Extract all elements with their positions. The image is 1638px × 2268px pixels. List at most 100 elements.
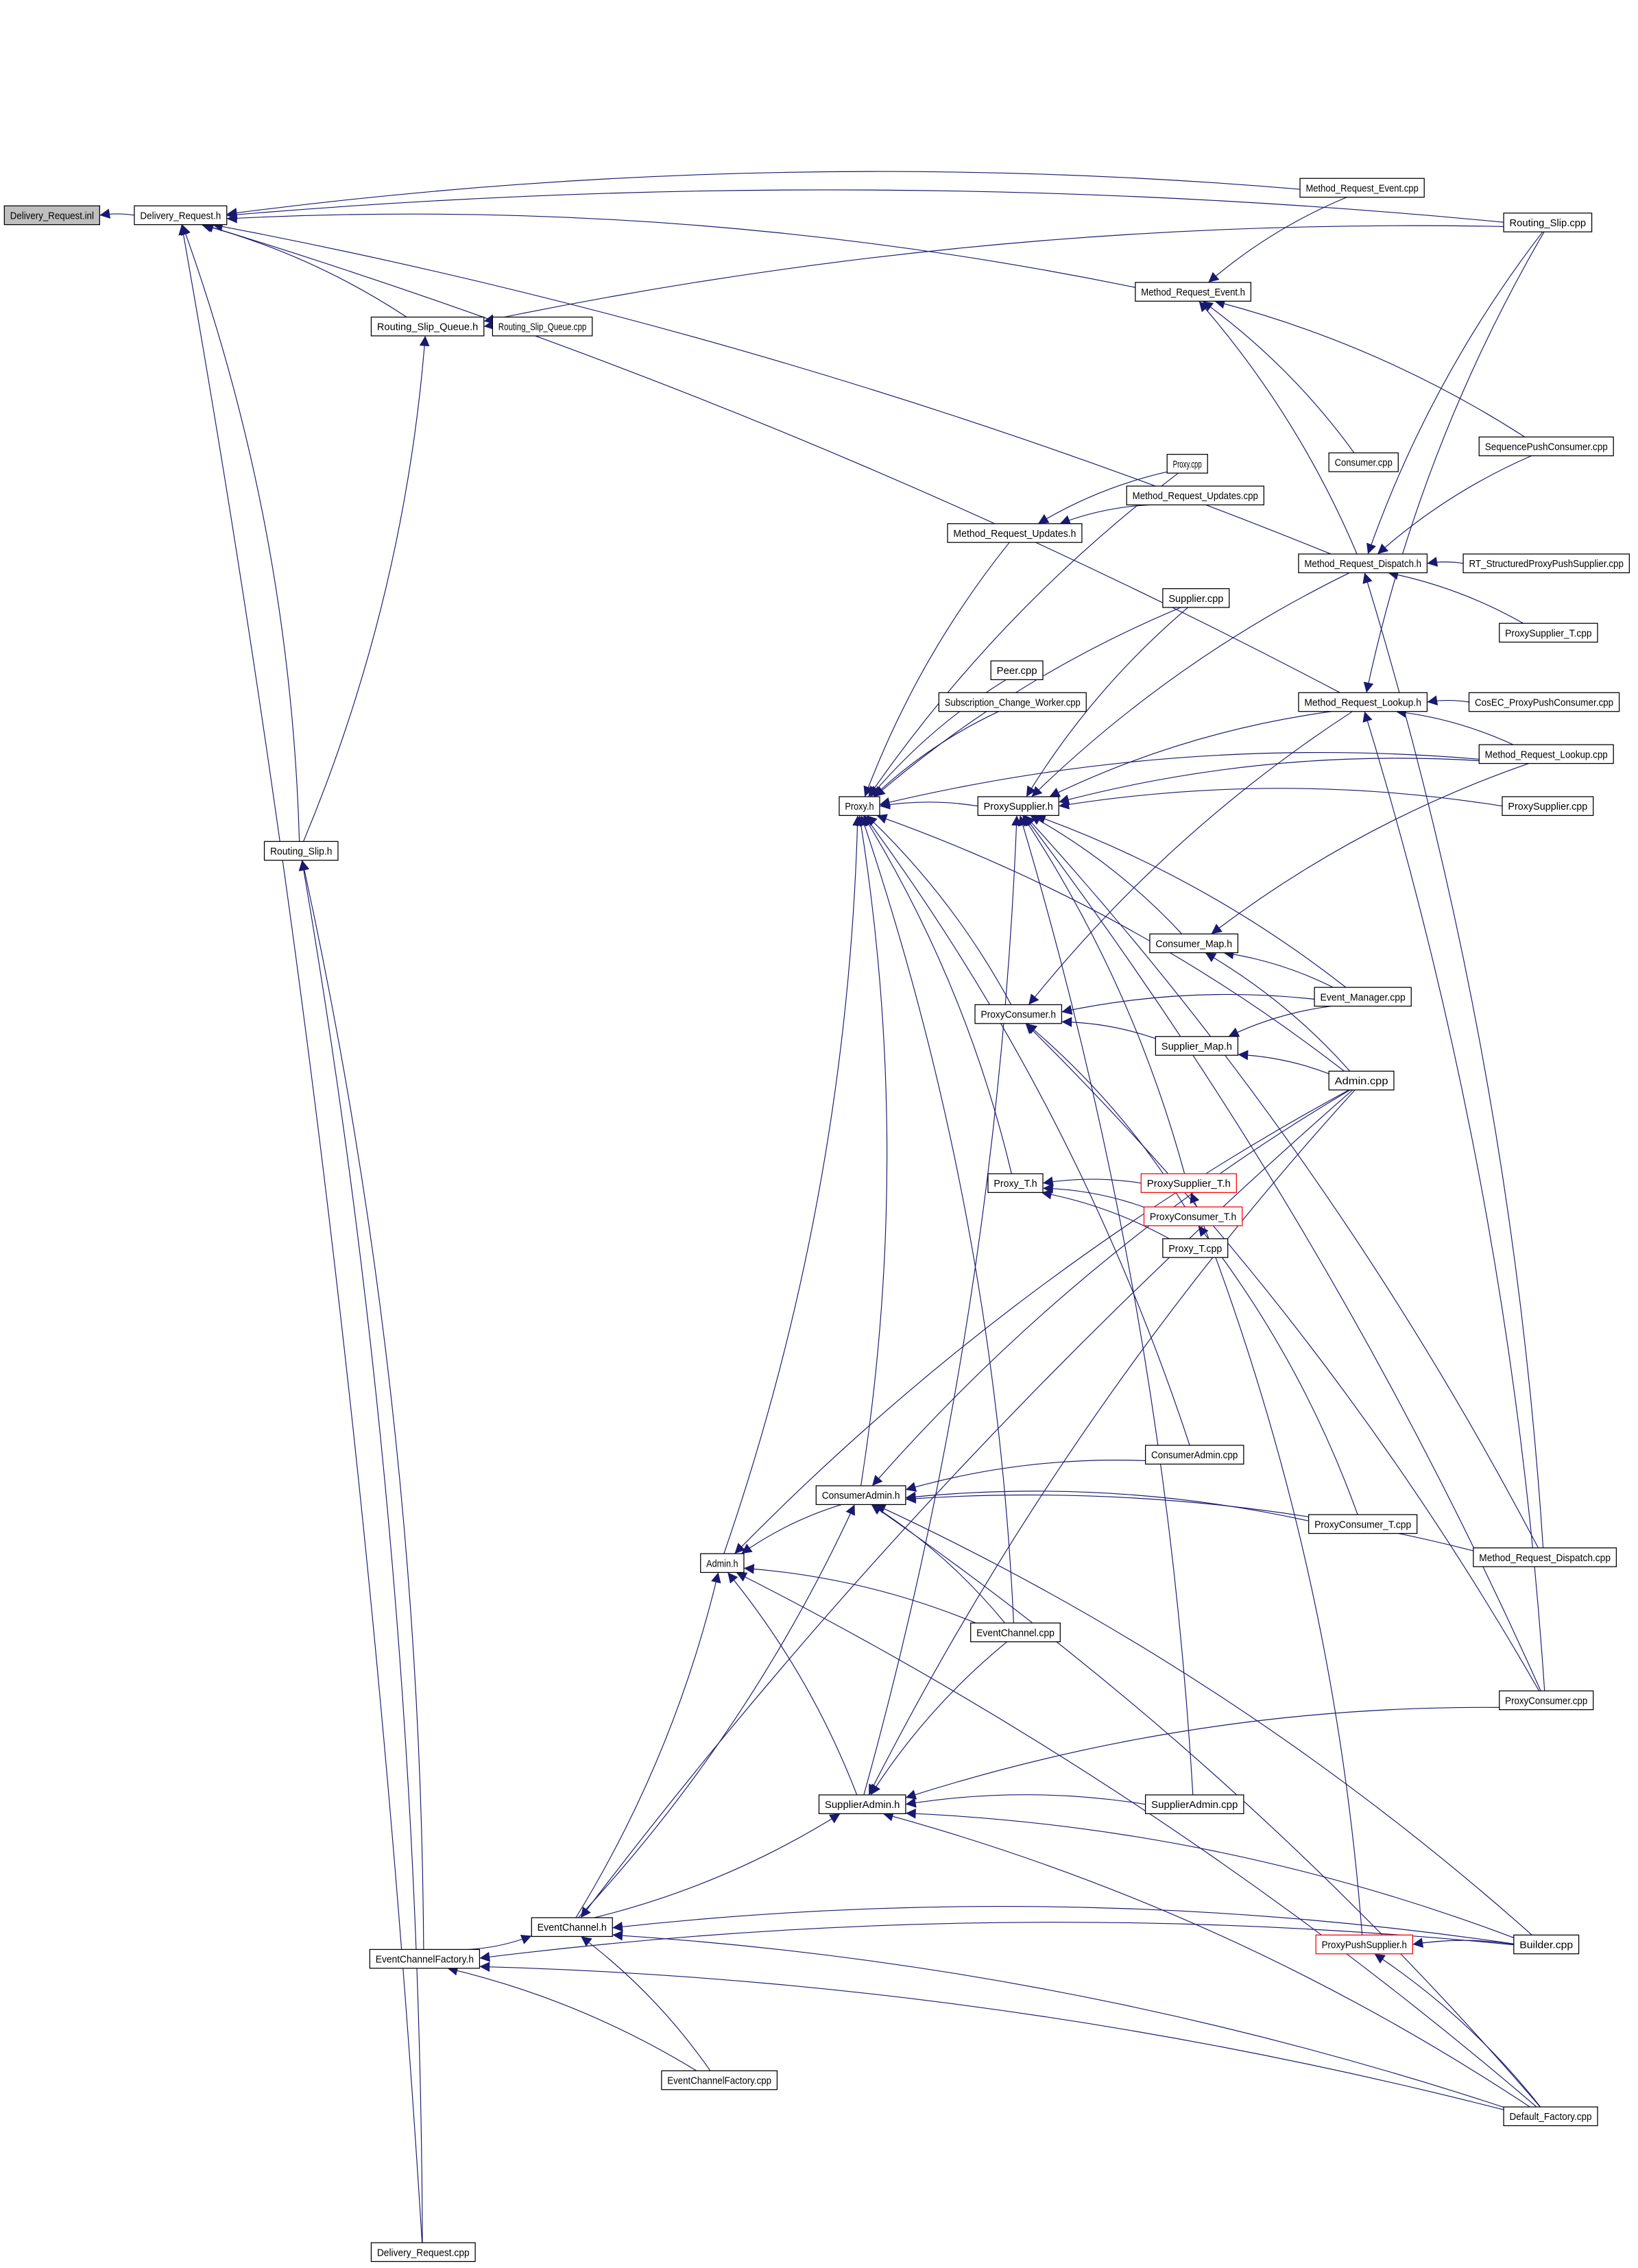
graph-node-mrd-cpp[interactable]: Method_Request_Dispatch.cpp [1473,1547,1617,1567]
dependency-edge-admin_cpp-to-admin_h [734,1089,1349,1554]
dependency-edge-df_cpp-to-sa_h [882,1811,1530,2108]
graph-node-ec-h[interactable]: EventChannel.h [531,1917,613,1938]
graph-node-rsq-h[interactable]: Routing_Slip_Queue.h [370,316,485,337]
node-box [1328,452,1399,472]
node-label: ProxyConsumer_T.cpp [1314,1519,1411,1530]
node-box [970,1622,1061,1643]
node-label: EventChannel.h [538,1922,607,1933]
graph-node-mru-cpp[interactable]: Method_Request_Updates.cpp [1126,485,1264,506]
dependency-edge-ecf_cpp-to-ecf_h [447,1966,697,2071]
graph-node-pc-cpp[interactable]: ProxyConsumer.cpp [1499,1690,1594,1711]
graph-node-rsq-cpp[interactable]: Routing_Slip_Queue.cpp [492,316,593,337]
node-label: ProxyConsumer.cpp [1505,1695,1587,1706]
graph-node-ca-cpp[interactable]: ConsumerAdmin.cpp [1144,1445,1244,1465]
graph-node-cosec-cpp[interactable]: CosEC_ProxyPushConsumer.cpp [1468,692,1620,712]
node-box [134,205,228,226]
dependency-edge-rs_cpp-to-dr_h [226,189,1504,223]
dependency-edge-ca_h-to-admin_h [740,1504,842,1554]
graph-node-ps-h[interactable]: ProxySupplier.h [977,796,1059,817]
node-label: ProxySupplier.h [984,801,1053,812]
node-label: CosEC_ProxyPushConsumer.cpp [1475,697,1613,708]
node-label: EventChannel.cpp [976,1627,1055,1639]
graph-node-proxy-h[interactable]: Proxy.h [839,796,880,817]
graph-node-proxy-cpp[interactable]: Proxy.cpp [1166,454,1208,474]
graph-node-rs-h[interactable]: Routing_Slip.h [263,841,339,861]
node-label: ProxyPushSupplier.h [1322,1940,1407,1951]
node-box [1143,1206,1243,1227]
node-label: Proxy.cpp [1173,459,1202,470]
dependency-edge-admin_cpp-to-sm_h [1238,1050,1329,1074]
graph-node-ps-cpp[interactable]: ProxySupplier.cpp [1502,796,1594,817]
graph-node-admin-cpp[interactable]: Admin.cpp [1328,1070,1395,1091]
dependency-edge-scw_cpp-to-proxy_h [873,711,999,797]
graph-node-dr-h[interactable]: Delivery_Request.h [134,205,228,226]
graph-node-em-cpp[interactable]: Event_Manager.cpp [1314,987,1412,1007]
graph-node-ca-h[interactable]: ConsumerAdmin.h [815,1485,906,1506]
graph-node-rtspps-cpp[interactable]: RT_StructuredProxyPushSupplier.cpp [1462,553,1630,574]
graph-node-df-cpp[interactable]: Default_Factory.cpp [1503,2106,1598,2127]
node-box [990,660,1044,680]
node-label: Proxy_T.h [993,1178,1037,1190]
graph-node-mrl-h[interactable]: Method_Request_Lookup.h [1298,692,1428,712]
dependency-edge-ca_cpp-to-proxy_h [864,815,1190,1446]
graph-node-supplier-cpp[interactable]: Supplier.cpp [1162,588,1230,608]
graph-node-pct-cpp[interactable]: ProxyConsumer_T.cpp [1308,1514,1418,1534]
graph-node-pt-cpp[interactable]: Proxy_T.cpp [1162,1238,1229,1258]
graph-node-consumer-cpp[interactable]: Consumer.cpp [1328,452,1399,472]
node-box [839,796,880,817]
graph-node-sa-cpp[interactable]: SupplierAdmin.cpp [1144,1794,1244,1814]
graph-node-pct-h[interactable]: ProxyConsumer_T.h [1143,1206,1243,1227]
graph-node-ecf-cpp[interactable]: EventChannelFactory.cpp [661,2070,778,2090]
graph-node-dr-inl[interactable]: Delivery_Request.inl [3,205,100,226]
graph-node-mrd-h[interactable]: Method_Request_Dispatch.h [1298,553,1428,574]
node-box [370,2242,476,2263]
graph-node-ec-cpp[interactable]: EventChannel.cpp [970,1622,1061,1643]
graph-node-ecf-h[interactable]: EventChannelFactory.h [369,1949,481,1969]
dependency-edge-ps_cpp-to-ps_h [1059,788,1503,810]
node-box [974,1004,1063,1024]
graph-node-dr-cpp[interactable]: Delivery_Request.cpp [370,2242,476,2263]
node-label: Consumer.cpp [1335,457,1393,469]
dependency-edge-spc_cpp-to-mrd_h [1377,455,1532,555]
graph-node-pst-h[interactable]: ProxySupplier_T.h [1140,1173,1237,1193]
graph-node-scw-cpp[interactable]: Subscription_Change_Worker.cpp [938,692,1087,712]
graph-node-rs-cpp[interactable]: Routing_Slip.cpp [1503,213,1593,232]
dependency-edge-admin_cpp-to-sa_h [868,1089,1356,1796]
graph-node-mre-cpp[interactable]: Method_Request_Event.cpp [1299,178,1425,198]
graph-node-pst-cpp[interactable]: ProxySupplier_T.cpp [1499,623,1598,643]
graph-node-pt-h[interactable]: Proxy_T.h [987,1173,1044,1193]
node-box [1135,282,1252,302]
dependency-edge-rtspps_cpp-to-mrd_h [1427,557,1464,567]
dependency-edge-pt_cpp-to-pt_h [1041,1189,1170,1240]
dependency-edge-rsq_cpp-to-rsq_h [483,319,495,330]
dependency-edge-admin_cpp-to-ec_h [580,1089,1353,1918]
graph-node-cm-h[interactable]: Consumer_Map.h [1149,933,1239,954]
node-box [1499,623,1598,643]
node-label: Proxy_T.cpp [1168,1243,1222,1255]
node-box [1308,1514,1418,1534]
graph-node-admin-h[interactable]: Admin.h [700,1553,745,1573]
dependency-edge-ecf_cpp-to-ec_h [581,1935,711,2071]
nodes-layer: Delivery_Request.inl Delivery_Request.hRo… [3,178,1630,2263]
graph-node-builder-cpp[interactable]: Builder.cpp [1513,1934,1580,1955]
dependency-edge-consumer_cpp-to-mre_h [1202,300,1355,453]
graph-node-mru-h[interactable]: Method_Request_Updates.h [947,523,1083,543]
graph-node-pc-h[interactable]: ProxyConsumer.h [974,1004,1063,1024]
dependency-edge-mrl_h-to-ps_h [1049,711,1332,797]
graph-node-sm-h[interactable]: Supplier_Map.h [1155,1036,1239,1056]
node-box [818,1794,906,1814]
node-label: Method_Request_Lookup.cpp [1485,749,1608,760]
node-label: Routing_Slip.cpp [1510,217,1587,229]
dependency-edge-em_cpp-to-pc_h [1061,993,1315,1015]
graph-node-spc-cpp[interactable]: SequencePushConsumer.cpp [1478,436,1614,457]
graph-node-pps-h[interactable]: ProxyPushSupplier.h [1315,1934,1413,1955]
dependency-edge-pt_h-to-proxy_h [863,815,1012,1174]
node-box [1314,987,1412,1007]
graph-node-mre-h[interactable]: Method_Request_Event.h [1135,282,1252,302]
graph-node-peer-cpp[interactable]: Peer.cpp [990,660,1044,680]
graph-node-sa-h[interactable]: SupplierAdmin.h [818,1794,906,1814]
graph-node-mrl-cpp[interactable]: Method_Request_Lookup.cpp [1478,744,1614,764]
node-label: Routing_Slip_Queue.cpp [498,322,587,333]
dependency-edge-dr_cpp-to-dr_h [178,224,423,2243]
node-box [1513,1934,1580,1955]
